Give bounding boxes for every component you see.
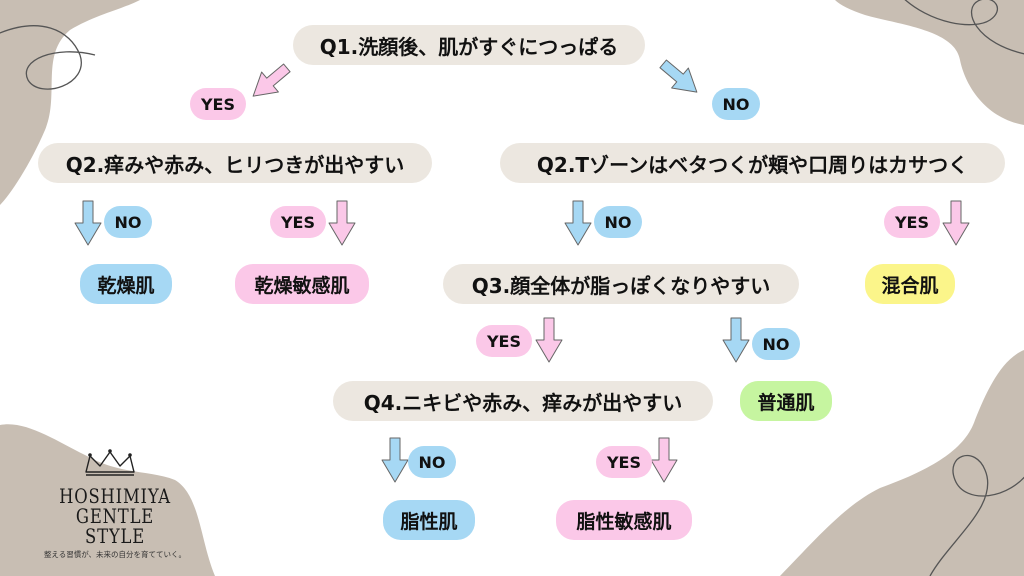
crown-icon bbox=[85, 449, 135, 476]
result-oily-sensitive: 脂性敏感肌 bbox=[556, 500, 692, 540]
corner-swirl-top-right bbox=[904, 0, 1024, 55]
question-q2-sensitivity: Q2.痒みや赤み、ヒリつきが出やすい bbox=[38, 143, 432, 183]
answer-no-q3: NO bbox=[752, 328, 800, 360]
answer-yes-q2a: YES bbox=[270, 206, 326, 238]
corner-shape-bottom-left bbox=[0, 424, 215, 576]
answer-no-q2b: NO bbox=[594, 206, 642, 238]
question-q1: Q1.洗顔後、肌がすぐにつっぱる bbox=[293, 25, 645, 65]
result-combination: 混合肌 bbox=[865, 264, 955, 304]
result-oily: 脂性肌 bbox=[383, 500, 475, 540]
logo-line-3: STYLE bbox=[85, 524, 145, 548]
answer-yes-q4: YES bbox=[596, 446, 652, 478]
answer-yes-q1: YES bbox=[190, 88, 246, 120]
question-q3: Q3.顔全体が脂っぽくなりやすい bbox=[443, 264, 799, 304]
corner-shape-bottom-right bbox=[780, 350, 1024, 576]
logo-line-1: HOSHIMIYA bbox=[59, 484, 171, 508]
brand-logo: HOSHIMIYA GENTLE STYLE 整える習慣が、未来の自分を育ててい… bbox=[40, 458, 190, 560]
answer-no-q4: NO bbox=[408, 446, 456, 478]
result-dry: 乾燥肌 bbox=[80, 264, 172, 304]
result-normal: 普通肌 bbox=[740, 381, 832, 421]
question-q4: Q4.ニキビや赤み、痒みが出やすい bbox=[333, 381, 713, 421]
answer-yes-q2b: YES bbox=[884, 206, 940, 238]
corner-swirl-top-left bbox=[0, 25, 96, 90]
result-dry-sensitive: 乾燥敏感肌 bbox=[235, 264, 369, 304]
corner-swirl-bottom-right bbox=[929, 454, 1024, 576]
question-q2-tzone: Q2.Tゾーンはベタつくが頬や口周りはカサつく bbox=[500, 143, 1005, 183]
logo-line-2: GENTLE bbox=[75, 504, 155, 528]
answer-no-q2a: NO bbox=[104, 206, 152, 238]
corner-shape-top-right bbox=[835, 0, 1024, 125]
logo-tagline: 整える習慣が、未来の自分を育てていく。 bbox=[43, 550, 187, 559]
corner-shape-top-left bbox=[0, 0, 140, 205]
answer-no-q1: NO bbox=[712, 88, 760, 120]
answer-yes-q3: YES bbox=[476, 325, 532, 357]
